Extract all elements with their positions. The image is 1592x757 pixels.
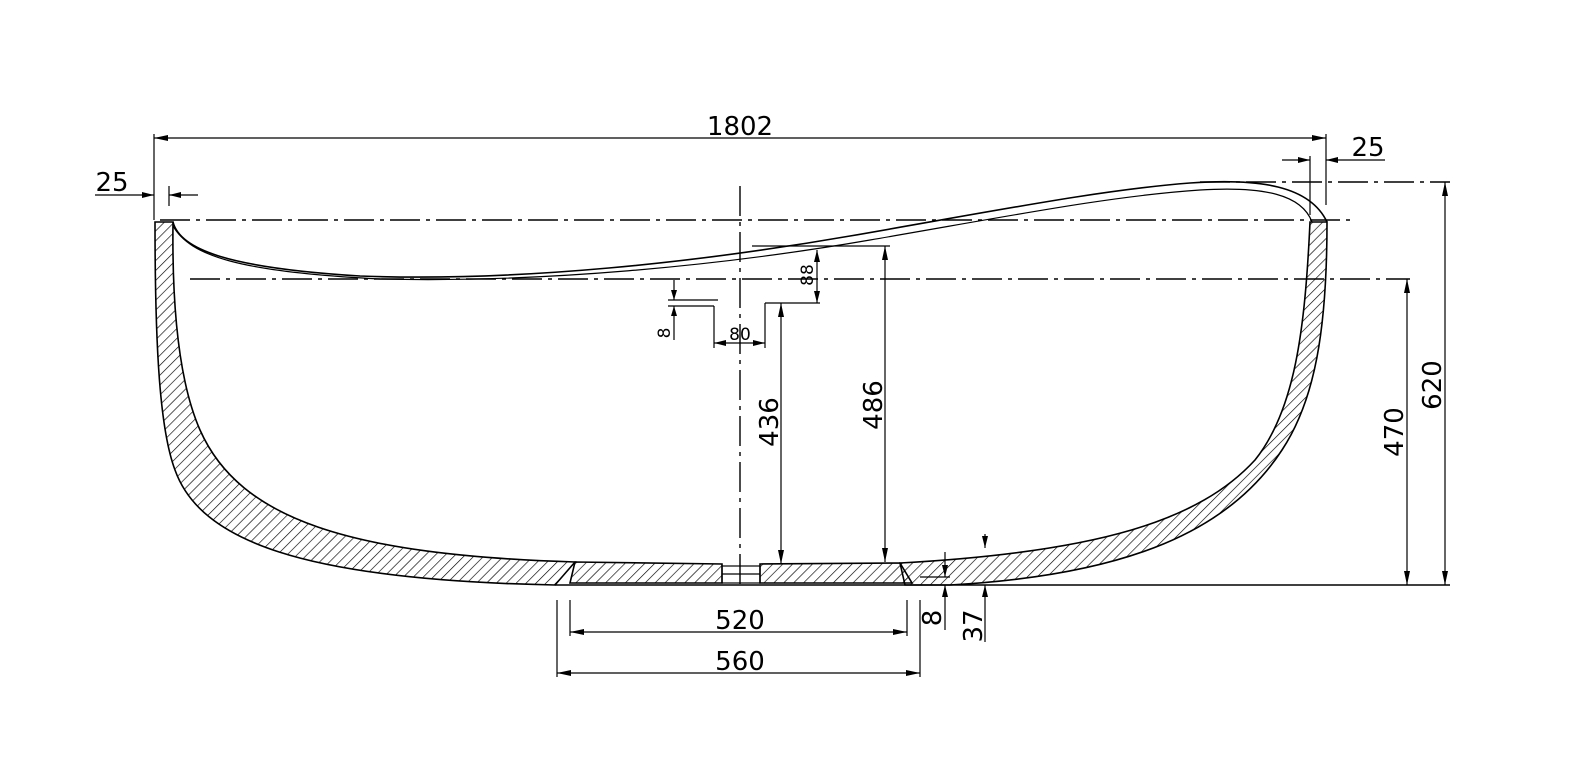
rim-curve-outer [172,180,1328,278]
dim-overall-length: 1802 [153,112,1327,220]
dim-rim-height: 470 [1380,279,1410,585]
dim-37-label: 37 [959,609,989,642]
base-left-section [568,561,723,584]
dim-drain-width: 80 [713,303,766,348]
dim-486-label: 486 [859,380,889,430]
rim-curve-inner [172,188,1313,281]
dim-base-recess: 8 [918,552,950,630]
left-wall-section [154,221,577,586]
dim-88-label: 88 [798,264,818,286]
dim-436-label: 436 [755,397,785,447]
base-right-section [759,562,914,584]
dim-overall-height: 620 [1418,182,1448,585]
dim-1802-label: 1802 [707,112,773,142]
dim-560-label: 560 [715,647,765,677]
dim-depth-inner: 436 [755,302,820,564]
dim-base-thickness: 37 [959,534,989,643]
dim-520-label: 520 [715,606,765,636]
dim-base-outer: 560 [556,600,921,677]
dim-right-25-label: 25 [1351,133,1384,163]
center-lines [160,181,1450,590]
dim-470-label: 470 [1380,407,1410,457]
dim-drain-step: 88 [798,250,820,303]
dim-80-label: 80 [729,325,751,345]
dim-drain-offset: 8 [655,280,718,340]
dim-620-label: 620 [1418,360,1448,410]
dim-left-wall: 25 [95,168,198,206]
dim-left-25-label: 25 [95,168,128,198]
dim-right-wall: 25 [1282,133,1385,215]
right-wall-section [899,221,1328,586]
tub-shell [154,180,1450,586]
dim-8-base-label: 8 [918,610,948,627]
dim-base-inner: 520 [569,600,908,636]
dim-8-drain-label: 8 [655,328,675,339]
dim-depth-center: 486 [752,245,890,562]
